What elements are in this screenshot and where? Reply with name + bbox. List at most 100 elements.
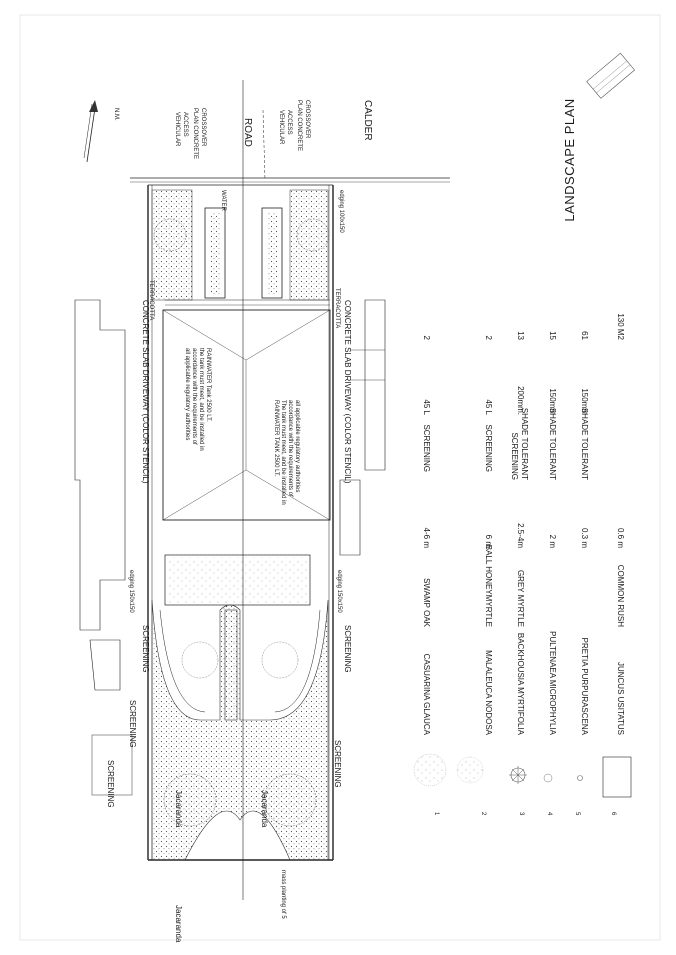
schedule-botanical: CASUARINA GLAUCA: [422, 654, 431, 736]
driveway-left-label: CONCRETE SLAB DRIVEWAY (COLOR STENCIL): [141, 300, 150, 484]
north-arrow-icon: [89, 100, 98, 112]
access-left-line2: ACCESS: [182, 112, 188, 137]
access-right-line2: ACCESS: [286, 110, 292, 135]
pultenaea-symbol-icon: [543, 773, 553, 783]
terracotta-right: TERRACOTTA: [334, 288, 340, 328]
schedule-use: SCREENING: [422, 424, 431, 472]
title-block: LANDSCAPE PLAN: [562, 52, 635, 222]
access-left-line1: VEHICULAR: [174, 112, 180, 147]
ball-honeymyrtle-symbol-icon: [456, 756, 484, 784]
schedule-qty: 13: [516, 331, 525, 340]
schedule-row: 2 MALALEUCA NODOSA BALL HONEYMYRTLE 6 m …: [456, 336, 493, 816]
screening-label-1: SCREENING: [141, 625, 150, 673]
schedule-common: BALL HONEYMYRTLE: [484, 545, 493, 627]
schedule-size: 200mm.: [516, 386, 525, 415]
grey-myrtle-symbol-icon: [509, 766, 527, 784]
rainwater-note-4: all applicable regulatory authorities: [294, 400, 300, 492]
rainwater-note-1: RAINWATER TANK 2500 LT.: [273, 400, 279, 477]
tank-note-3: the tank must meet, and be installed in: [198, 348, 204, 451]
common-rush-area-symbol-icon: [602, 756, 632, 798]
dimension-line: [262, 109, 266, 181]
schedule-row: 1 CASUARINA GLAUCA SWAMP OAK 4-6 m SCREE…: [413, 336, 447, 816]
schedule-row-number: 3: [518, 812, 524, 816]
edging-label-1: edging 150x150: [128, 570, 134, 613]
edging-label-2: edging 150x150: [336, 570, 342, 613]
access-right-line1: VEHICULAR: [278, 110, 284, 145]
schedule-use: SCREENING: [510, 432, 519, 480]
water-label: WATER: [220, 190, 226, 212]
road-suffix: ROAD: [242, 118, 253, 147]
schedule-qty: 130 M2: [616, 313, 625, 340]
schedule-row-number: 6: [610, 812, 616, 816]
schedule-use: SHADE TOLERANT: [580, 408, 589, 480]
schedule-size: 45 L: [422, 399, 431, 415]
schedule-use: SCREENING: [484, 424, 493, 472]
rainwater-notes-right: RAINWATER TANK 2500 LT. The tank must me…: [273, 400, 300, 505]
rainwater-note-3: accordance with the requirements of: [287, 400, 293, 497]
schedule-use-secondary: SHADE TOLERANT: [520, 408, 529, 480]
access-right-line4: CROSSOVER: [304, 100, 310, 139]
access-right: VEHICULAR ACCESS PLAN CONCRETE CROSSOVER: [278, 100, 310, 151]
schedule-size: 150mm: [580, 388, 589, 415]
neighbour-right: [339, 299, 386, 556]
road-name: CALDER: [362, 100, 373, 141]
rainwater-note-2: The tank must meet, and be installed in: [280, 400, 286, 505]
schedule-size: 150mm: [548, 388, 557, 415]
swamp-oak-symbol-icon: [413, 753, 447, 787]
screening-label-3: SCREENING: [343, 625, 352, 673]
road: CALDER ROAD: [130, 100, 450, 183]
schedule-row: 5 PRETIA PURPURASCENA 0.3 m SHADE TOLERA…: [574, 331, 589, 816]
access-left-line3: PLAN CONCRETE: [192, 108, 198, 159]
access-right-line3: PLAN CONCRETE: [296, 100, 302, 151]
schedule-height: 0.6 m: [616, 528, 625, 548]
screening-label-2: SCREENING: [128, 700, 137, 748]
screening-label-4: SCREENING: [333, 740, 342, 788]
schedule-size: 45 L: [484, 399, 493, 415]
schedule-row-number: 1: [433, 812, 439, 816]
schedule-botanical: JUNCUS USITATUS: [616, 662, 625, 735]
schedule-row-number: 2: [480, 812, 486, 816]
garden-beds: [151, 599, 329, 861]
screening-label-5: SCREENING: [106, 760, 115, 808]
tank-note-1: all applicable regulatory authorities: [184, 348, 190, 440]
schedule-height: 0.3 m: [580, 528, 589, 548]
schedule-botanical: MALALEUCA NODOSA: [484, 650, 493, 736]
driveway-right-label: CONCRETE SLAB DRIVEWAY (COLOR STENCIL): [343, 300, 352, 484]
jacaranda-label-3: Jacaranda: [174, 905, 183, 943]
patio: [164, 554, 311, 606]
schedule-height: 2 m: [548, 535, 557, 549]
tank-note-4: RAINWATER Tank 2500 LT.: [205, 348, 211, 422]
schedule-qty: 2: [422, 336, 431, 341]
jacaranda-label-1: Jacaranda: [174, 790, 183, 828]
schedule-qty: 2: [484, 336, 493, 341]
plant-schedule: 1 CASUARINA GLAUCA SWAMP OAK 4-6 m SCREE…: [413, 313, 632, 816]
schedule-qty: 61: [580, 331, 589, 340]
schedule-height: 6 m: [484, 535, 493, 549]
scale-stamp: [586, 52, 635, 99]
schedule-use: SHADE TOLERANT: [548, 408, 557, 480]
terracotta-left: TERRACOTTA: [148, 280, 154, 320]
schedule-botanical: PRETIA PURPURASCENA: [580, 638, 589, 736]
terracotta-strips: TERRACOTTA TERRACOTTA: [148, 280, 340, 328]
edging-label-3: edging 100x150: [338, 190, 344, 233]
access-left: VEHICULAR ACCESS PLAN CONCRETE CROSSOVER: [174, 108, 206, 159]
jacaranda-label-2: Jacaranda: [260, 790, 269, 828]
schedule-row: 6 JUNCUS USITATUS COMMON RUSH 0.6 m 130 …: [602, 313, 632, 816]
pretia-symbol-icon: [577, 775, 583, 781]
front-garden: WATER: [151, 189, 330, 301]
schedule-row-number: 4: [546, 812, 552, 816]
schedule-botanical: BACKHOUSIA MYRTIFOLIA: [516, 633, 525, 736]
schedule-row: 3 BACKHOUSIA MYRTIFOLIA GREY MYRTLE 2.5-…: [509, 331, 529, 816]
tank-note-2: accordance with the requirements of: [191, 348, 197, 445]
schedule-row: 4 PULTENAEA MICROPHYLIA 2 m SHADE TOLERA…: [543, 331, 557, 816]
schedule-row-number: 5: [574, 812, 580, 816]
schedule-qty: 15: [548, 331, 557, 340]
north-label: N.M.: [113, 108, 119, 121]
schedule-height: 2.5-4m: [516, 523, 525, 548]
schedule-common: COMMON RUSH: [616, 565, 625, 627]
schedule-common: SWAMP OAK: [422, 578, 431, 628]
north-arrow: N.M.: [83, 100, 119, 163]
neighbour-left: [74, 299, 133, 796]
mass-planting-label: mass planting of 5: [280, 870, 286, 919]
